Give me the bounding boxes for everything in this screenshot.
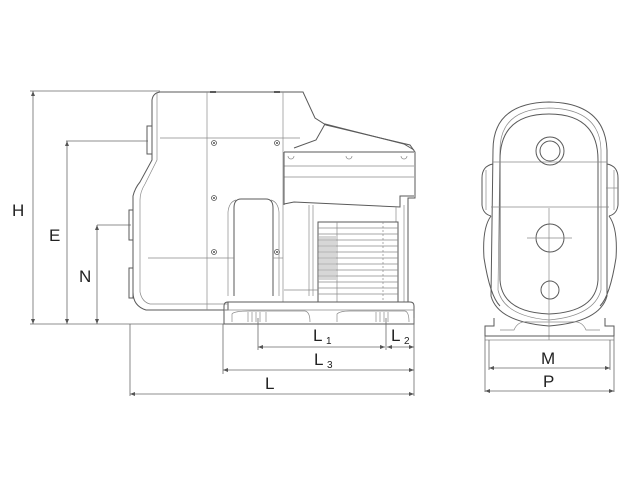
dimension-label-m: M: [541, 349, 555, 368]
dimension-label-l1: L: [313, 326, 322, 345]
motor-cooling-fins: [317, 221, 399, 303]
dimension-label-n: N: [79, 267, 91, 286]
dimension-label-e: E: [49, 226, 60, 245]
pump-side-view: [128, 91, 416, 325]
dimension-label-l1-subscript: 1: [326, 336, 332, 347]
dimension-label-h: H: [12, 201, 24, 220]
pump-front-view: [481, 101, 619, 341]
bolt-icons: [211, 140, 280, 255]
dimension-label-p: P: [543, 372, 554, 391]
dimension-label-l3: L: [314, 350, 323, 369]
dimension-label-l2: L: [391, 326, 400, 345]
dimension-label-l: L: [265, 374, 274, 393]
dimension-label-l2-subscript: 2: [404, 336, 410, 347]
horizontal-dimensions: [129, 318, 415, 396]
vertical-dimensions: [30, 90, 228, 325]
front-view-dimensions: [484, 336, 615, 393]
dimension-label-l3-subscript: 3: [327, 360, 333, 371]
